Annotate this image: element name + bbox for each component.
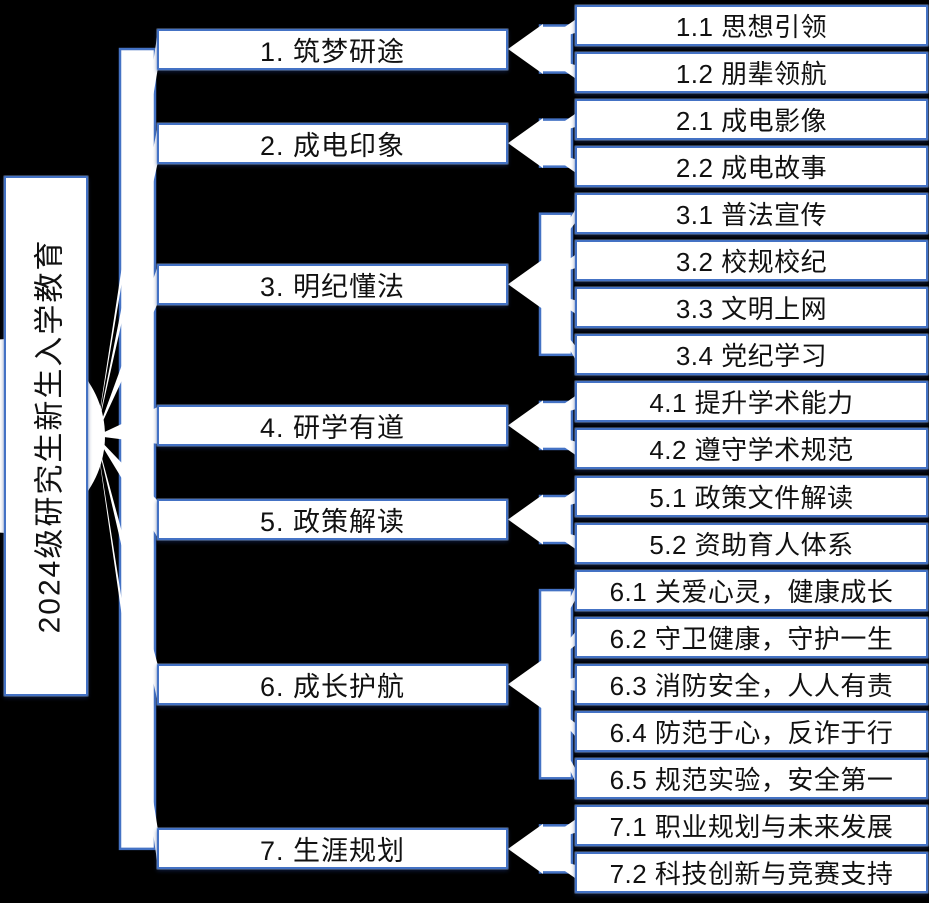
connector-shape — [508, 259, 543, 310]
child-box-6-3-label: 6.3 消防安全，人人有责 — [609, 670, 894, 701]
category-box-5-label: 5. 政策解读 — [259, 507, 406, 538]
child-box-3-1: 3.1 普法宣传 — [575, 193, 928, 235]
connector-shape — [543, 150, 577, 174]
category-box-1: 1. 筑梦研途 — [157, 28, 508, 70]
connector-shape — [543, 677, 577, 692]
child-box-6-2-label: 6.2 守卫健康，守护一生 — [609, 623, 894, 654]
connector-shape — [543, 855, 577, 880]
connector-shape — [508, 400, 543, 451]
child-box-7-1: 7.1 职业规划与未来发展 — [575, 804, 928, 846]
connector-shape — [543, 253, 577, 278]
category-box-2-label: 2. 成电印象 — [259, 130, 406, 161]
connector-shape — [543, 432, 577, 456]
connector-shape — [543, 291, 577, 315]
connector-shape — [96, 265, 158, 436]
connector-shape — [543, 394, 577, 419]
connector-shape — [96, 30, 158, 437]
category-box-1-label: 1. 筑梦研途 — [259, 36, 406, 67]
connector-shape — [538, 212, 574, 357]
connector-shape — [508, 823, 543, 874]
child-box-2-1-label: 2.1 成电影像 — [675, 106, 828, 137]
connector-shape — [543, 305, 577, 362]
connector-shape — [508, 659, 543, 710]
connector-shape — [96, 436, 158, 703]
child-box-6-4-label: 6.4 防范于心，反诈于行 — [609, 717, 894, 748]
connector-shape — [543, 56, 577, 80]
child-box-4-2-label: 4.2 遵守学术规范 — [649, 435, 854, 466]
child-box-3-1-label: 3.1 普法宣传 — [675, 200, 828, 231]
child-box-5-1-label: 5.1 政策文件解读 — [649, 482, 854, 513]
connector-shape — [543, 526, 577, 551]
connector-shape — [96, 406, 158, 444]
child-box-4-1-label: 4.1 提升学术能力 — [649, 388, 854, 419]
category-box-6: 6. 成长护航 — [157, 663, 508, 705]
child-box-5-1: 5.1 政策文件解读 — [575, 475, 928, 517]
child-box-3-3-label: 3.3 文明上网 — [675, 294, 828, 325]
category-box-3: 3. 明纪懂法 — [157, 263, 508, 305]
child-box-6-4: 6.4 防范于心，反诈于行 — [575, 710, 928, 752]
child-box-5-2: 5.2 资助育人体系 — [575, 522, 928, 564]
connector-shape — [543, 18, 577, 43]
connector-shape — [96, 436, 158, 868]
root-node-label: 2024级研究生新生入学教育 — [33, 238, 66, 634]
category-box-4-label: 4. 研学有道 — [259, 412, 406, 443]
connector-shape — [508, 118, 543, 169]
child-box-6-2: 6.2 守卫健康，守护一生 — [575, 616, 928, 658]
connector-shape — [543, 818, 577, 842]
child-box-4-1: 4.1 提升学术能力 — [575, 381, 928, 423]
connector-shape — [543, 206, 577, 264]
category-box-7-label: 7. 生涯规划 — [259, 836, 406, 867]
child-box-5-2-label: 5.2 资助育人体系 — [649, 529, 854, 560]
category-box-5: 5. 政策解读 — [157, 499, 508, 541]
connector-shape — [543, 583, 577, 657]
child-box-3-2: 3.2 校规校纪 — [575, 240, 928, 282]
child-box-3-3: 3.3 文明上网 — [575, 287, 928, 329]
child-box-6-1-label: 6.1 关爱心灵，健康成长 — [609, 576, 894, 607]
category-box-4: 4. 研学有道 — [157, 404, 508, 446]
connector-shape — [543, 698, 577, 739]
child-box-1-2: 1.2 朋辈领航 — [575, 52, 928, 94]
connector-shape — [96, 436, 158, 539]
child-box-6-1: 6.1 关爱心灵，健康成长 — [575, 569, 928, 611]
category-box-7: 7. 生涯规划 — [157, 828, 508, 870]
child-box-3-4-label: 3.4 党纪学习 — [675, 341, 828, 372]
child-box-6-3: 6.3 消防安全，人人有责 — [575, 663, 928, 705]
connector-shape — [543, 712, 577, 786]
child-box-2-1: 2.1 成电影像 — [575, 99, 928, 141]
child-box-1-2-label: 1.2 朋辈领航 — [675, 59, 828, 90]
child-box-3-2-label: 3.2 校规校纪 — [675, 247, 828, 278]
connector-shape — [543, 112, 577, 137]
child-box-1-1: 1.1 思想引领 — [575, 5, 928, 46]
child-box-7-2-label: 7.2 科技创新与竞赛支持 — [609, 858, 894, 889]
root-node: 2024级研究生新生入学教育 — [4, 176, 88, 696]
connector-shape — [508, 494, 543, 545]
child-box-7-2: 7.2 科技创新与竞赛支持 — [575, 851, 928, 893]
child-box-2-2: 2.2 成电故事 — [575, 146, 928, 188]
child-box-4-2: 4.2 遵守学术规范 — [575, 428, 928, 470]
child-box-6-5: 6.5 规范实验，安全第一 — [575, 757, 928, 799]
connector-shape — [543, 489, 577, 513]
connector-shape — [508, 24, 543, 75]
category-box-3-label: 3. 明纪懂法 — [259, 271, 406, 302]
child-box-6-5-label: 6.5 规范实验，安全第一 — [609, 764, 894, 795]
child-box-7-1-label: 7.1 职业规划与未来发展 — [609, 811, 894, 842]
connector-shape — [543, 630, 577, 671]
category-box-6-label: 6. 成长护航 — [259, 671, 406, 702]
child-box-1-1-label: 1.1 思想引领 — [675, 12, 828, 42]
child-box-2-2-label: 2.2 成电故事 — [675, 153, 828, 184]
connector-shape — [96, 124, 158, 436]
category-box-2: 2. 成电印象 — [157, 122, 508, 164]
child-box-3-4: 3.4 党纪学习 — [575, 334, 928, 376]
